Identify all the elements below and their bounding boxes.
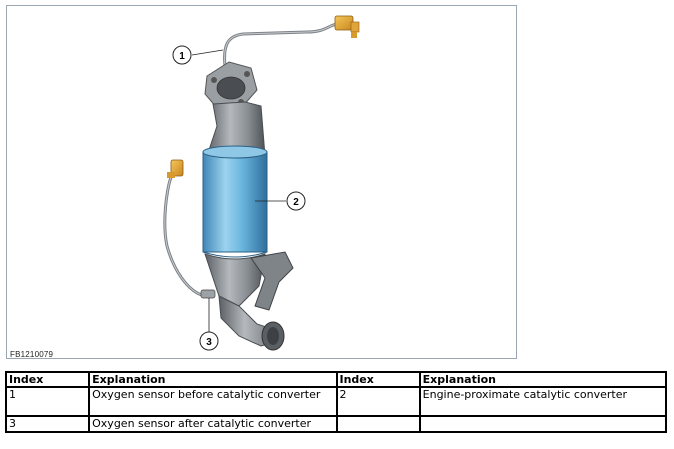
upstream-sensor-wire xyxy=(223,22,338,67)
header-explanation: Explanation xyxy=(88,371,338,388)
table-row: 1 Oxygen sensor before catalytic convert… xyxy=(4,386,668,417)
callout-2: 2 xyxy=(286,191,306,211)
legend-header-row: Index Explanation Index Explanation xyxy=(4,371,668,388)
explanation-cell: Oxygen sensor before catalytic converter xyxy=(88,386,338,417)
inlet-flange xyxy=(204,61,258,109)
outlet-pipe xyxy=(204,253,285,351)
header-index: Index xyxy=(335,371,421,388)
index-cell: 2 xyxy=(335,386,421,417)
svg-text:1: 1 xyxy=(179,51,185,62)
callout-leaders xyxy=(191,49,286,332)
illustration-frame: 1 2 3 FB1210079 xyxy=(6,5,517,359)
header-index: Index xyxy=(4,371,91,388)
index-cell: 3 xyxy=(4,415,91,433)
explanation-cell: Oxygen sensor after catalytic converter xyxy=(88,415,338,433)
svg-text:3: 3 xyxy=(206,337,212,348)
index-cell: 1 xyxy=(4,386,91,417)
figure-code: FB1210079 xyxy=(10,350,54,359)
header-explanation: Explanation xyxy=(418,371,668,388)
table-row: 3 Oxygen sensor after catalytic converte… xyxy=(4,415,668,433)
catalytic-converter-illustration: 1 2 3 xyxy=(163,15,360,351)
index-cell xyxy=(335,415,421,433)
callout-1: 1 xyxy=(172,45,192,65)
explanation-cell xyxy=(418,415,668,433)
upstream-sensor-connector xyxy=(334,15,360,38)
downstream-sensor-connector xyxy=(167,159,184,178)
callout-3: 3 xyxy=(199,331,219,351)
converter-body xyxy=(202,145,268,258)
explanation-cell: Engine-proximate catalytic converter xyxy=(418,386,668,417)
mounting-bracket xyxy=(250,251,294,311)
svg-text:2: 2 xyxy=(293,197,299,208)
legend-table: Index Explanation Index Explanation 1 Ox… xyxy=(4,371,668,433)
